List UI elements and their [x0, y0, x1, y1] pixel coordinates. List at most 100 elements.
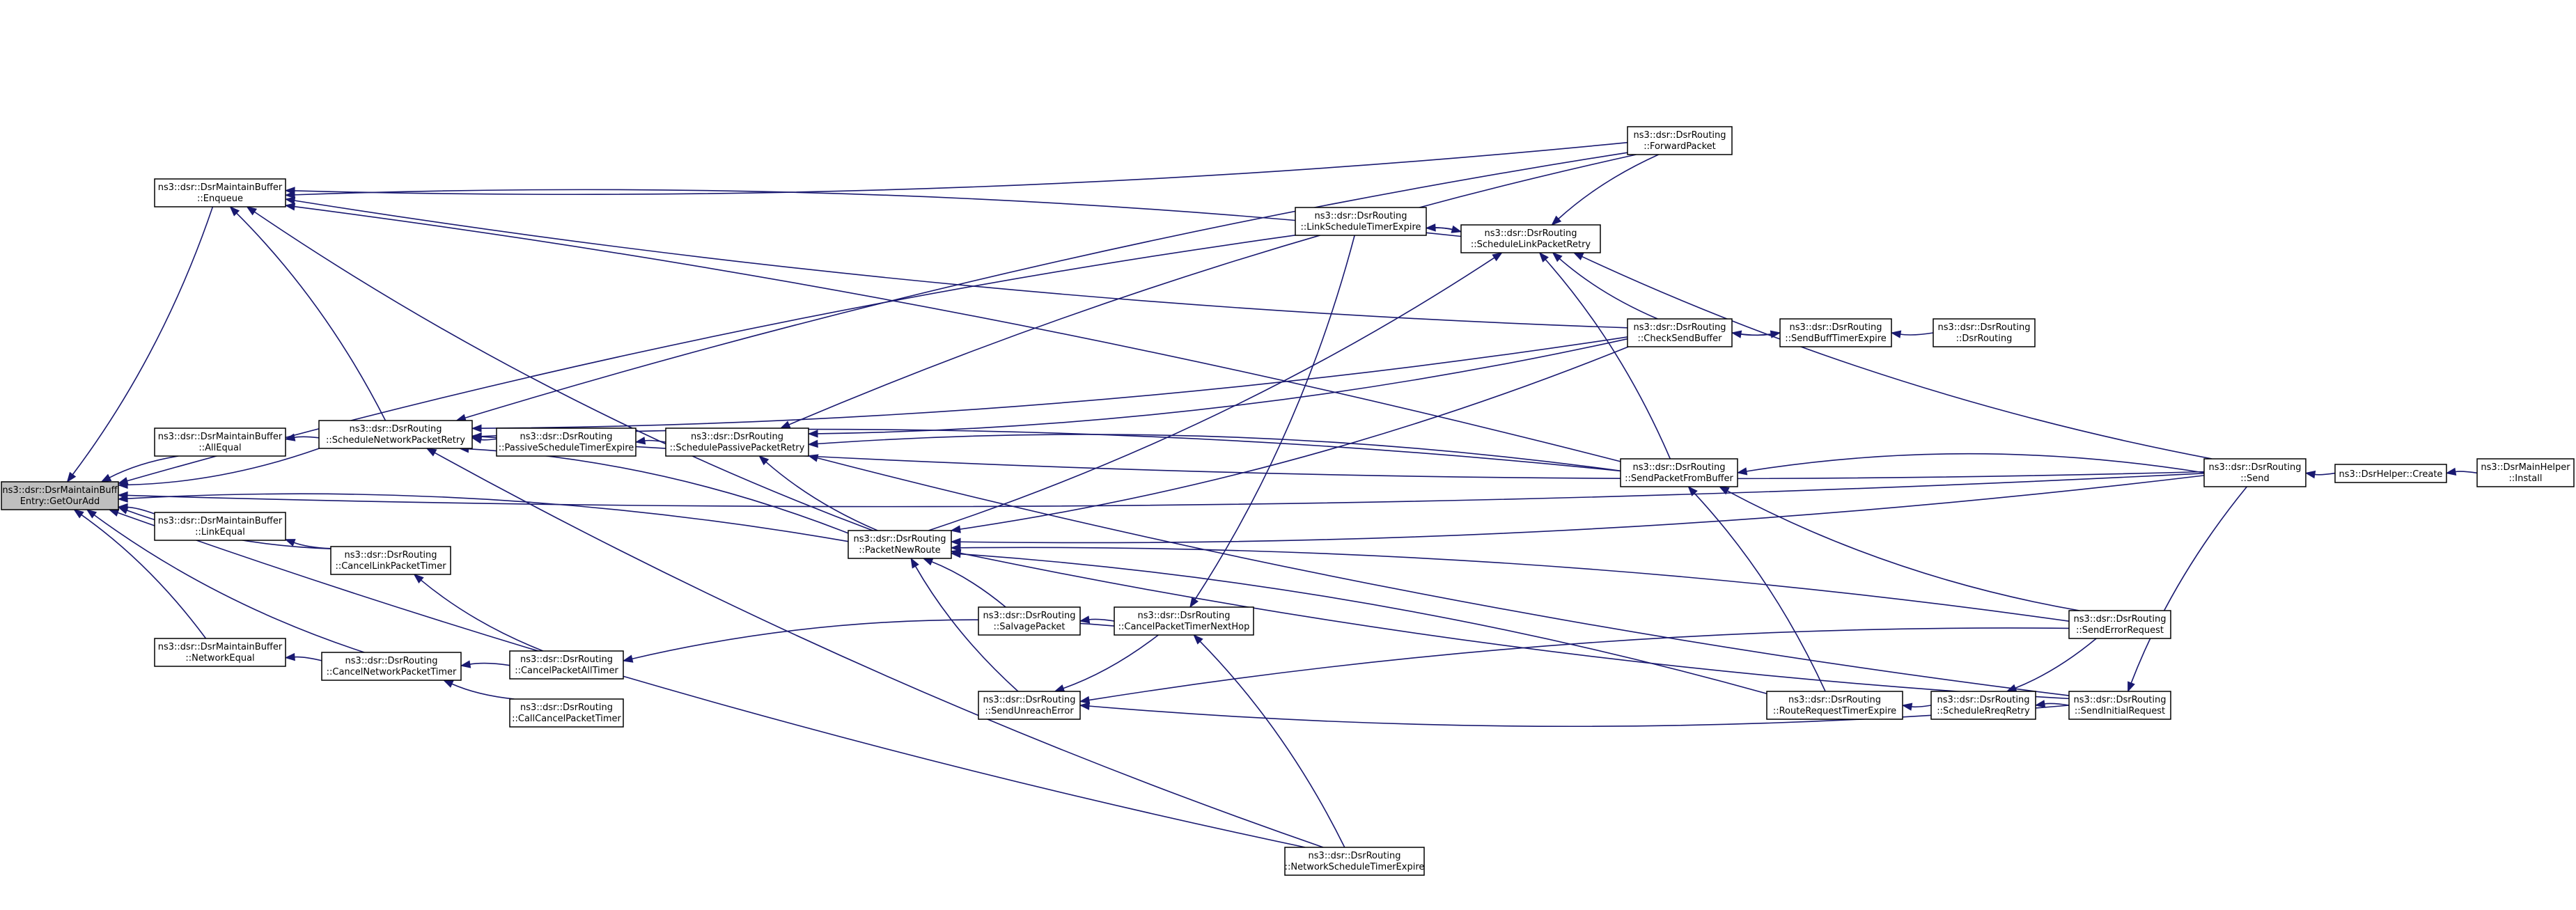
edge-sendinitial-to-schedreq: [2043, 703, 2070, 706]
arrowhead-icon: [471, 424, 482, 432]
node-box: [1, 481, 119, 510]
node-label-1: ns3::dsr::DsrRouting: [520, 432, 613, 442]
node-label-2: ::ForwardPacket: [1644, 141, 1716, 152]
node-label-1: ns3::dsr::DsrMaintainBuffer: [158, 516, 283, 526]
arrowhead-icon: [2445, 467, 2457, 476]
edge-send-to-sendfrombuf: [1745, 453, 2205, 473]
edge-forward-to-schedlinkretry: [1557, 154, 1659, 220]
node-linkequal[interactable]: ns3::dsr::DsrMaintainBuffer::LinkEqual: [154, 512, 286, 541]
node-getoradd[interactable]: ns3::dsr::DsrMaintainBuffEntry::GetOurAd…: [1, 481, 119, 510]
node-enqueue[interactable]: ns3::dsr::DsrMaintainBuffer::Enqueue: [154, 178, 286, 207]
edge-checksend-to-schednetretry: [480, 336, 1628, 430]
node-checksend[interactable]: ns3::dsr::DsrRouting::CheckSendBuffer: [1627, 318, 1733, 347]
node-box: [2476, 458, 2575, 487]
node-label-1: ns3::dsr::DsrMaintainBuffer: [158, 182, 283, 193]
edge-forward-to-schedpassive: [788, 154, 1637, 426]
node-sendfrombuf[interactable]: ns3::dsr::DsrRouting::SendPacketFromBuff…: [1620, 458, 1738, 487]
edge-cancelall-to-cancellink: [420, 579, 544, 652]
call-graph-nodes: ns3::dsr::DsrMaintainBuffEntry::GetOurAd…: [1, 126, 2575, 876]
node-label-2: ::SendPacketFromBuffer: [1625, 473, 1733, 484]
arrowhead-icon: [1736, 467, 1748, 476]
node-dtor[interactable]: ns3::dsr::DsrRouting::DsrRouting: [1933, 318, 2036, 347]
arrowhead-icon: [229, 206, 240, 217]
arrowhead-icon: [1193, 634, 1203, 645]
edge-senderror-to-sendfrombuf: [1726, 489, 2080, 611]
call-edges: [66, 141, 2478, 848]
node-callcancel[interactable]: ns3::dsr::DsrRouting::CallCancelPacketTi…: [509, 698, 624, 728]
arrowhead-icon: [950, 544, 961, 552]
node-label-2: ::CancelLinkPacketTimer: [335, 561, 446, 572]
node-label-1: ns3::DsrHelper::Create: [2339, 469, 2443, 480]
node-box: [1930, 691, 2036, 720]
node-box: [154, 427, 286, 457]
edge-linktimer-to-getoradd: [126, 235, 1296, 482]
edge-senderror-to-schedreq: [2014, 638, 2097, 689]
node-schedreq[interactable]: ns3::dsr::DsrRouting::ScheduleRreqRetry: [1930, 691, 2036, 720]
edge-send-to-sendinitial: [2130, 486, 2247, 684]
node-label-1: ns3::dsr::DsrRouting: [1633, 462, 1726, 473]
edge-salvage-to-packetnewroute: [930, 560, 1006, 608]
node-schedpassive[interactable]: ns3::dsr::DsrRouting::SchedulePassivePac…: [665, 427, 809, 457]
node-senderror[interactable]: ns3::dsr::DsrRouting::SendErrorRequest: [2068, 610, 2171, 639]
node-helpercreate[interactable]: ns3::DsrHelper::Create: [2334, 464, 2447, 483]
arrowhead-icon: [807, 430, 818, 438]
node-box: [1627, 126, 1733, 155]
node-cancelnetwork[interactable]: ns3::dsr::DsrRouting::CancelNetworkPacke…: [321, 652, 462, 681]
arrowhead-icon: [2304, 470, 2316, 479]
edge-checksend-to-schedlinkretry: [1559, 258, 1658, 320]
node-box: [509, 698, 624, 728]
node-send[interactable]: ns3::dsr::DsrRouting::Send: [2203, 458, 2306, 487]
edge-linkequal-to-getoradd: [126, 506, 155, 515]
node-nettimer[interactable]: ns3::dsr::DsrRouting::NetworkScheduleTim…: [1284, 847, 1425, 876]
node-schednetretry[interactable]: ns3::dsr::DsrRouting::ScheduleNetworkPac…: [318, 420, 473, 449]
arrowhead-icon: [1718, 486, 1730, 495]
node-label-1: ns3::dsr::DsrRouting: [983, 611, 1076, 621]
node-schedlinkretry[interactable]: ns3::dsr::DsrRouting::ScheduleLinkPacket…: [1460, 224, 1601, 253]
edge-sendfrombuf-to-schedpassive: [816, 434, 1621, 472]
edge-allequal-to-getoradd: [109, 455, 179, 479]
node-box: [1627, 318, 1733, 347]
edge-checksend-to-schedpassive: [816, 338, 1628, 434]
node-rrtimer[interactable]: ns3::dsr::DsrRouting::RouteRequestTimerE…: [1766, 691, 1903, 720]
node-label-1: ns3::dsr::DsrMaintainBuff: [2, 485, 118, 496]
arrowhead-icon: [1079, 615, 1091, 624]
node-packetnewroute[interactable]: ns3::dsr::DsrRouting::PacketNewRoute: [848, 530, 952, 559]
node-linktimer[interactable]: ns3::dsr::DsrRouting::LinkScheduleTimerE…: [1295, 207, 1427, 236]
node-label-2: ::CheckSendBuffer: [1638, 334, 1723, 344]
arrowhead-icon: [1901, 703, 1913, 711]
node-cancelall[interactable]: ns3::dsr::DsrRouting::CancelPacketAllTim…: [509, 650, 624, 680]
node-label-1: ns3::dsr::DsrRouting: [350, 424, 442, 434]
edge-send-to-schedlinkretry: [1581, 256, 2212, 460]
node-networkequal[interactable]: ns3::dsr::DsrMaintainBuffer::NetworkEqua…: [154, 638, 286, 667]
edge-forward-to-schednetretry: [464, 152, 1628, 419]
node-label-2: ::SendUnreachError: [985, 706, 1074, 716]
arrowhead-icon: [413, 574, 424, 584]
node-label-1: ns3::dsr::DsrRouting: [345, 550, 437, 560]
arrowhead-icon: [1189, 597, 1199, 609]
node-label-2: ::Send: [2240, 473, 2270, 484]
node-salvage[interactable]: ns3::dsr::DsrRouting::SalvagePacket: [978, 606, 1081, 636]
node-sendunreach[interactable]: ns3::dsr::DsrRouting::SendUnreachError: [978, 691, 1081, 720]
node-sendinitial[interactable]: ns3::dsr::DsrRouting::SendInitialRequest: [2068, 691, 2171, 720]
arrowhead-icon: [284, 203, 296, 211]
node-label-2: ::LinkEqual: [195, 527, 245, 538]
node-label-1: ns3::dsr::DsrRouting: [2209, 462, 2302, 473]
node-box: [1620, 458, 1738, 487]
arrowhead-icon: [1054, 684, 1065, 692]
node-box: [2068, 691, 2171, 720]
edge-linktimer-to-schedlinkretry: [1426, 227, 1453, 230]
edge-schedlinkretry-to-enqueue: [293, 189, 1462, 237]
node-box: [321, 652, 462, 681]
node-allequal[interactable]: ns3::dsr::DsrMaintainBuffer::AllEqual: [154, 427, 286, 457]
node-label-2: ::CallCancelPacketTimer: [512, 714, 621, 724]
node-cancellink[interactable]: ns3::dsr::DsrRouting::CancelLinkPacketTi…: [330, 546, 451, 575]
node-sendbufftimer[interactable]: ns3::dsr::DsrRouting::SendBuffTimerExpir…: [1779, 318, 1892, 347]
node-box: [978, 606, 1081, 636]
node-cancelnexthop[interactable]: ns3::dsr::DsrRouting::CancelPacketTimerN…: [1114, 606, 1254, 636]
node-maininstall[interactable]: ns3::DsrMainHelper::Install: [2476, 458, 2575, 487]
arrowhead-icon: [758, 455, 770, 466]
node-passivetimer[interactable]: ns3::dsr::DsrRouting::PassiveScheduleTim…: [496, 427, 637, 457]
node-forward[interactable]: ns3::dsr::DsrRouting::ForwardPacket: [1627, 126, 1733, 155]
edge-sendfrombuf-to-enqueue: [293, 205, 1621, 462]
edge-schednetretry-to-getoradd: [126, 448, 320, 486]
